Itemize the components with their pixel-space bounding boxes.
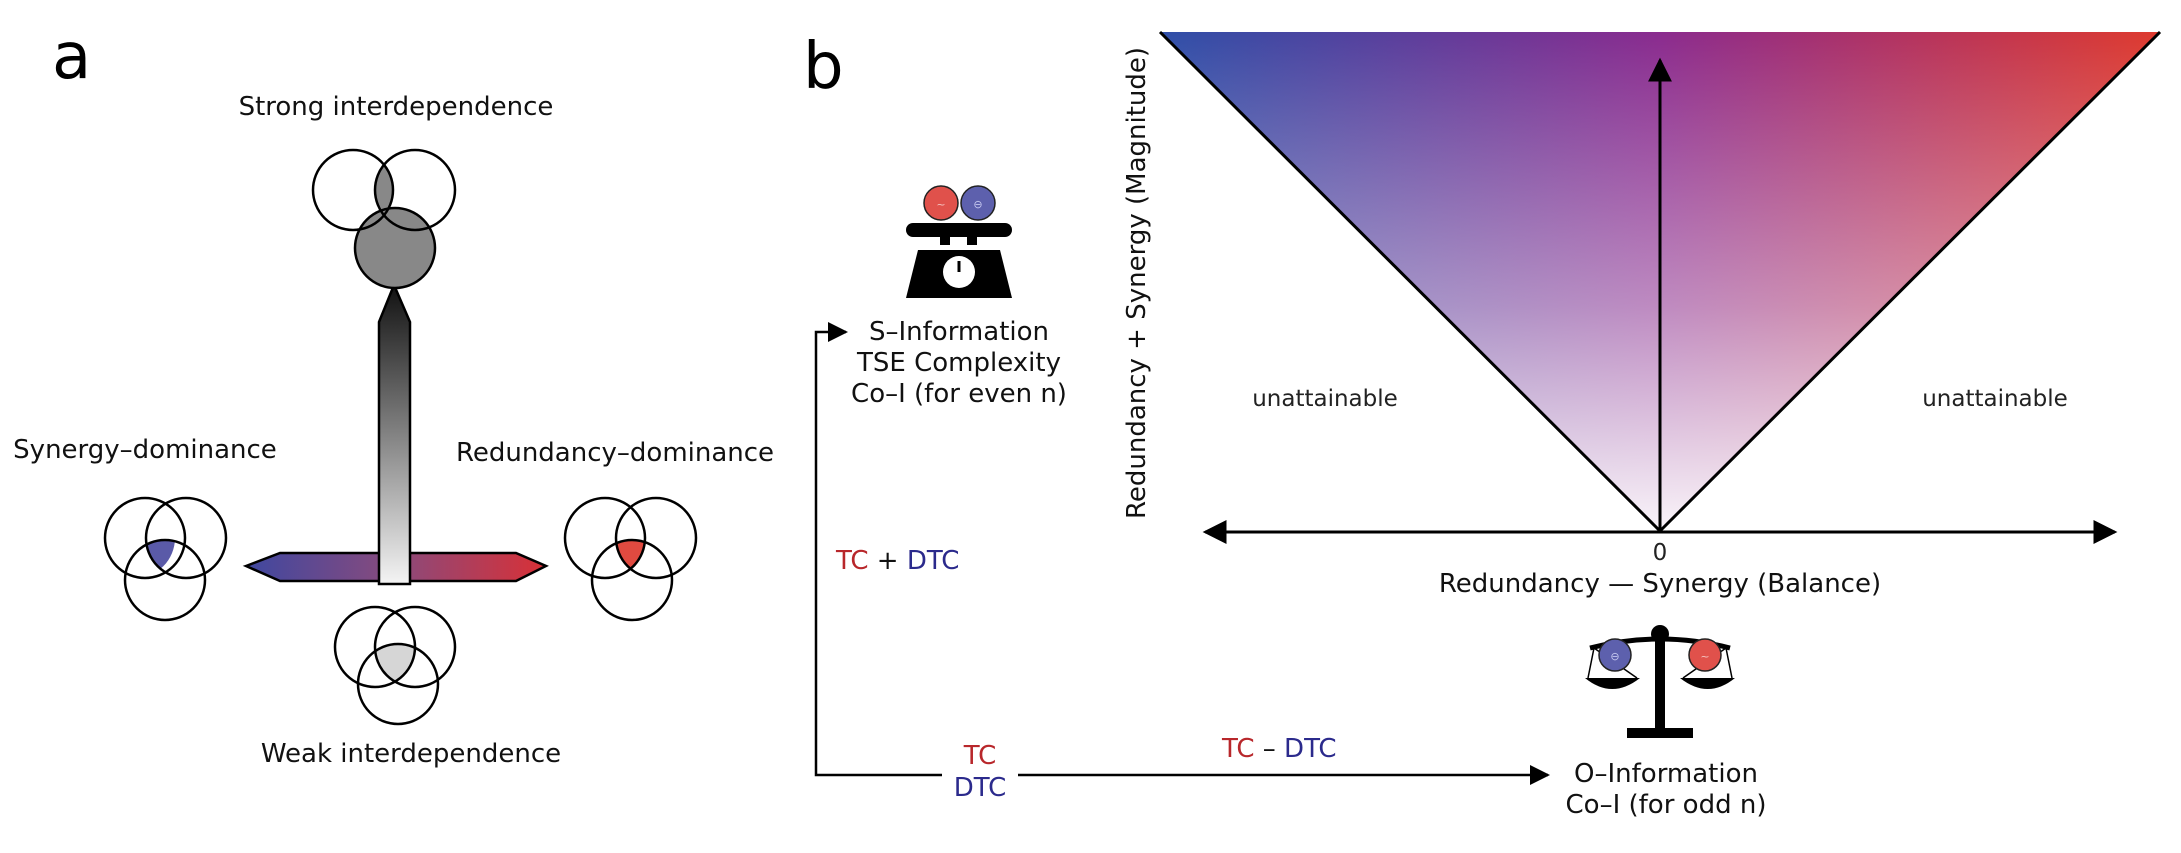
venn-redundancy-icon	[563, 496, 698, 622]
venn-strong-icon	[311, 148, 457, 290]
unattainable-left-label: unattainable	[1252, 386, 1398, 412]
sum-tc: TC	[835, 546, 869, 576]
sum-expression: TC + DTC	[835, 546, 959, 576]
svg-text:⊖: ⊖	[1610, 650, 1619, 663]
triangle-left-edge	[1158, 30, 1662, 533]
synergy-dominance-label: Synergy–dominance	[13, 435, 277, 465]
panel-b-letter: b	[803, 30, 844, 104]
o-information-label: O–Information	[1574, 759, 1758, 789]
venn-weak-icon	[333, 605, 457, 726]
svg-text:~: ~	[1700, 650, 1709, 663]
unattainable-right-label: unattainable	[1922, 386, 2068, 412]
y-axis-label: Redundancy + Synergy (Magnitude)	[1122, 47, 1152, 519]
sum-operator: +	[869, 546, 907, 576]
weak-interdependence-label: Weak interdependence	[261, 739, 561, 769]
s-information-label: S–Information	[869, 317, 1049, 347]
balance-icon: ⊖ ~	[1585, 625, 1735, 738]
diff-operator: –	[1255, 734, 1285, 764]
sum-dtc: DTC	[907, 546, 960, 576]
svg-text:~: ~	[936, 198, 945, 211]
tse-complexity-label: TSE Complexity	[856, 348, 1061, 378]
origin-tick-label: 0	[1653, 540, 1668, 566]
x-axis-label: Redundancy — Synergy (Balance)	[1439, 569, 1881, 599]
co-i-even-label: Co–I (for even n)	[851, 379, 1067, 409]
diff-dtc: DTC	[1284, 734, 1337, 764]
panel-a-letter: a	[52, 20, 91, 94]
triangle-right-edge	[1658, 30, 2162, 533]
strong-interdependence-label: Strong interdependence	[239, 92, 554, 122]
magnitude-gradient-arrow	[377, 281, 412, 586]
venn-synergy-icon	[103, 496, 228, 622]
pair-dtc: DTC	[954, 773, 1007, 803]
co-i-odd-label: Co–I (for odd n)	[1566, 790, 1767, 820]
pair-tc: TC	[963, 741, 997, 771]
scale-icon: ~ ⊖	[906, 185, 1012, 298]
svg-text:⊖: ⊖	[973, 198, 982, 211]
diff-tc: TC	[1221, 734, 1255, 764]
connector-to-s-information	[814, 322, 942, 777]
diff-expression: TC – DTC	[1221, 734, 1337, 764]
redundancy-dominance-label: Redundancy–dominance	[456, 438, 774, 468]
